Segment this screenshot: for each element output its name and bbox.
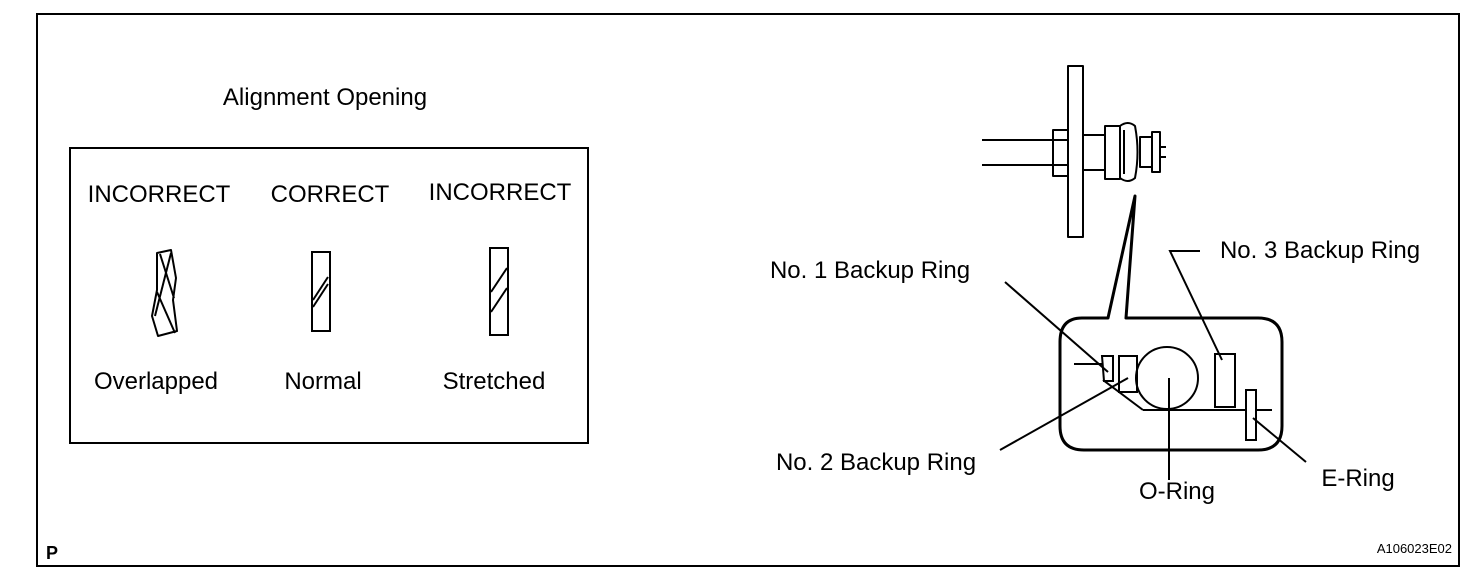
- header-incorrect-left: INCORRECT: [88, 181, 231, 208]
- label-o-ring: O-Ring: [1139, 478, 1215, 505]
- caption-normal: Normal: [284, 368, 361, 395]
- overlapped-ring-illustration: [151, 249, 178, 337]
- caption-stretched: Stretched: [443, 368, 546, 395]
- o-ring-shape: [1135, 346, 1199, 410]
- label-e-ring: E-Ring: [1321, 465, 1394, 492]
- alignment-box: [69, 147, 589, 444]
- page-marker: P: [46, 543, 58, 563]
- label-backup-ring-3: No. 3 Backup Ring: [1220, 237, 1420, 264]
- label-backup-ring-2: No. 2 Backup Ring: [776, 449, 976, 476]
- injector-illustration: [982, 65, 1166, 238]
- backup-ring-3-shape: [1214, 353, 1236, 408]
- backup-ring-1-shape: [1100, 355, 1114, 382]
- leader-lines: [999, 250, 1307, 480]
- figure-frame: [36, 13, 1460, 567]
- header-correct: CORRECT: [271, 181, 390, 208]
- caption-overlapped: Overlapped: [94, 368, 218, 395]
- alignment-title: Alignment Opening: [223, 84, 427, 111]
- detail-callout-box: [1058, 194, 1284, 452]
- label-backup-ring-1: No. 1 Backup Ring: [770, 257, 970, 284]
- header-incorrect-right: INCORRECT: [429, 179, 572, 206]
- detail-ring-stack: [1074, 346, 1272, 441]
- e-ring-shape: [1245, 389, 1257, 441]
- figure-id: A106023E02: [1377, 541, 1452, 556]
- stretched-ring-illustration: [489, 247, 509, 336]
- normal-ring-illustration: [311, 251, 331, 332]
